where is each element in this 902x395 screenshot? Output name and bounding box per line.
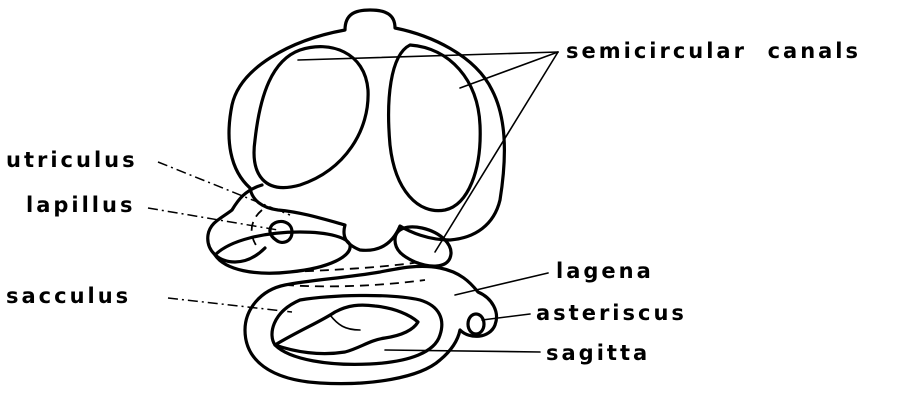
label-asteriscus: asteriscus <box>536 301 687 325</box>
sagitta-groove <box>330 315 360 330</box>
label-sagitta: sagitta <box>546 341 650 365</box>
lower-left-loop <box>215 232 350 273</box>
left-canal-lumen <box>254 47 368 188</box>
labyrinth-outline <box>229 10 504 250</box>
utriculus-dashed-boundary <box>252 210 262 248</box>
label-lagena: lagena <box>556 259 654 283</box>
asteriscus-otolith <box>468 314 484 334</box>
right-canal-lumen <box>389 45 481 211</box>
leader-semicircular-1 <box>298 52 558 60</box>
leader-semicircular-3 <box>435 52 558 252</box>
leader-semicircular-2 <box>460 52 558 88</box>
leader-asteriscus <box>482 314 530 320</box>
label-semicircular-canals: semicircular canals <box>566 39 861 63</box>
leader-sagitta <box>385 350 540 352</box>
label-utriculus: utriculus <box>6 148 138 172</box>
label-sacculus: sacculus <box>6 284 131 308</box>
leader-utriculus <box>158 162 290 215</box>
sacculus-outline <box>245 266 496 383</box>
sagitta-otolith <box>275 305 418 353</box>
leader-sacculus <box>168 298 292 312</box>
right-lower-bulb <box>395 227 451 266</box>
label-lapillus: lapillus <box>26 193 135 217</box>
